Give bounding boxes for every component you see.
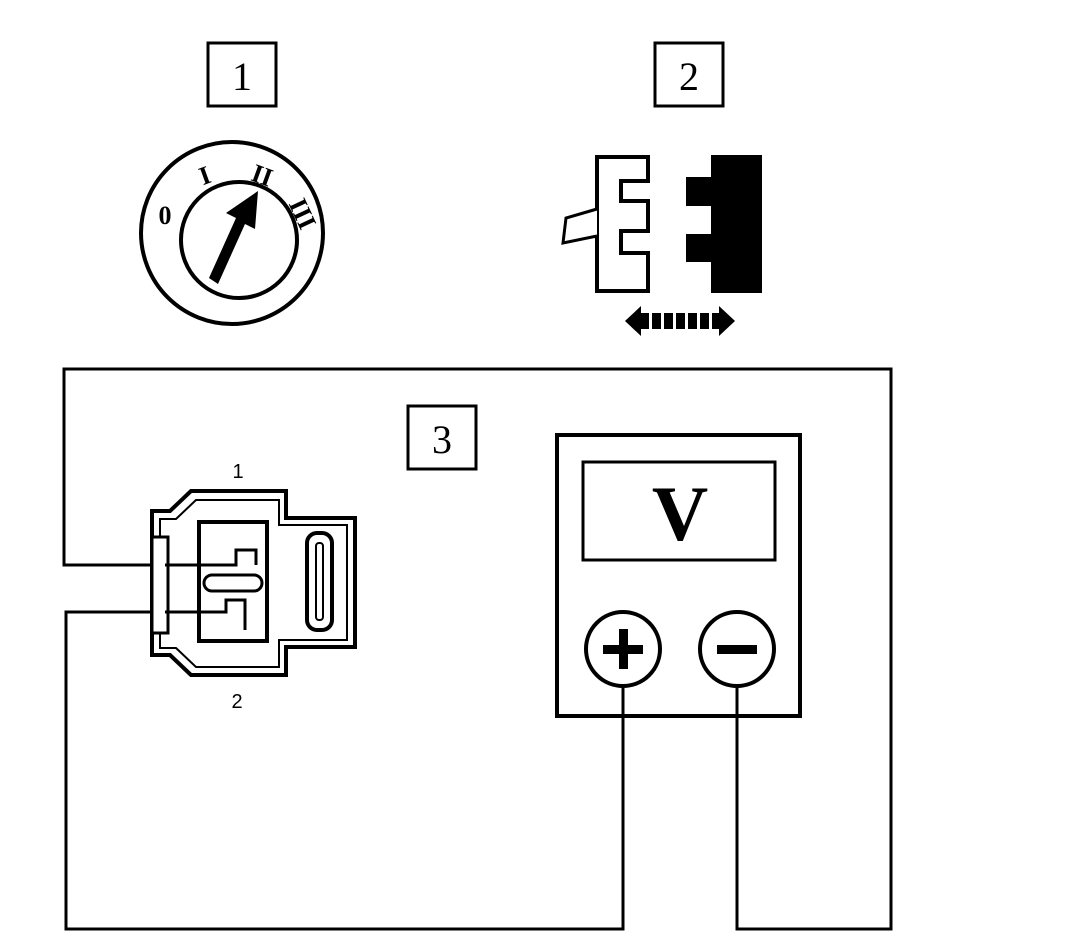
key-pointer-icon <box>209 191 258 284</box>
meter-display <box>581 460 777 562</box>
step-1-number: 1 <box>232 54 252 99</box>
measurement-circuit <box>62 367 893 931</box>
ignition-switch-icon: 0 I II III <box>139 140 325 326</box>
connector-half-female <box>595 155 650 293</box>
minus-terminal-icon <box>698 610 776 688</box>
step-3-label: 3 <box>406 404 478 471</box>
plus-terminal-icon <box>584 610 662 688</box>
terminal-2 <box>204 598 247 630</box>
connector-half-male <box>686 155 762 293</box>
step-2-label: 2 <box>653 41 725 108</box>
connector-cavity <box>197 520 269 643</box>
step-3-number: 3 <box>432 417 452 462</box>
connector-slot <box>305 531 334 632</box>
double-arrow-icon <box>625 306 735 336</box>
meter-unit-label: V <box>652 470 708 557</box>
connector-disconnect-icon <box>561 155 762 336</box>
latch-tab <box>561 207 598 245</box>
connector-face-icon <box>150 489 357 677</box>
pin-2-label: 2 <box>231 691 242 713</box>
terminal-1 <box>204 548 258 567</box>
voltmeter: V <box>555 433 802 718</box>
wire-pin1-to-minus <box>62 367 893 931</box>
step-2-number: 2 <box>679 54 699 99</box>
position-0-label: 0 <box>159 201 172 230</box>
pin-1-label: 1 <box>232 461 243 483</box>
step-1-label: 1 <box>206 41 278 108</box>
wire-pin2-to-plus <box>64 610 625 931</box>
